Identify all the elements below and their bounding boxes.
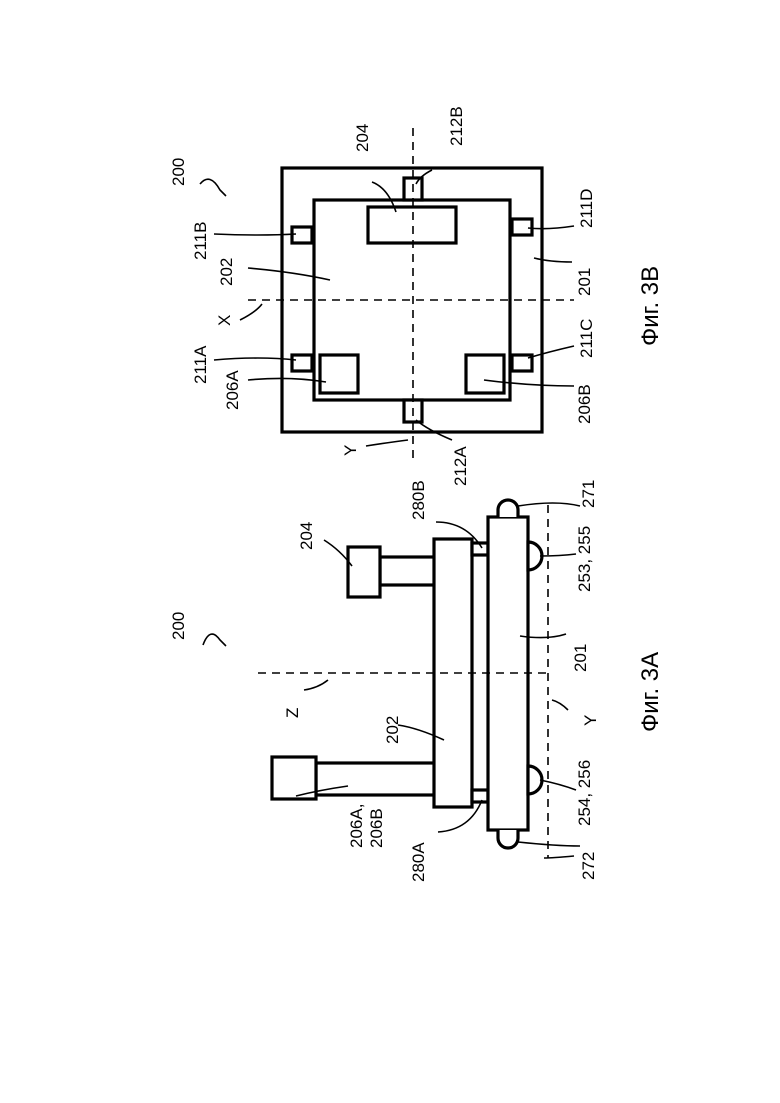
label-280a: 280A (409, 842, 428, 882)
label-254-256: 254, 256 (575, 760, 594, 826)
label-206a: 206A, (347, 804, 366, 848)
label-271: 271 (579, 480, 598, 508)
label-200-3a: 200 (169, 612, 188, 640)
label-204-3b: 204 (353, 124, 372, 152)
label-211b: 211B (191, 222, 210, 260)
tab-211a (292, 355, 312, 371)
unit-204 (368, 207, 456, 243)
label-201-3b: 201 (575, 268, 594, 296)
lower-plate-201 (488, 517, 528, 830)
label-211a: 211A (191, 345, 210, 384)
arm-206-post (316, 763, 436, 795)
label-253-255: 253, 255 (575, 526, 594, 592)
leader-253-255 (540, 554, 576, 556)
caption-fig-3b: Фиг. 3В (637, 266, 664, 346)
end-271 (498, 500, 518, 517)
figure-3a: 200 Z 202 206A, 206B 204 280A 280B 201 Y… (169, 480, 664, 882)
upper-plate-202 (434, 539, 472, 807)
label-axis-y-3b: Y (341, 445, 360, 456)
label-206b-3b: 206B (575, 384, 594, 424)
arm-204-post (380, 557, 436, 585)
leader-271 (518, 503, 580, 506)
label-211d: 211D (577, 189, 596, 228)
foot-254-256 (528, 766, 542, 794)
label-272: 272 (579, 852, 598, 880)
caption-fig-3a: Фиг. 3А (637, 652, 664, 732)
leader-axis-z (304, 680, 328, 690)
tab-211b (292, 227, 312, 243)
label-202-3b: 202 (217, 258, 236, 286)
label-280b: 280B (409, 480, 428, 520)
label-206a-3b: 206A (223, 370, 242, 410)
leader-axis-y-3b (366, 440, 408, 446)
leader-200-3b (200, 179, 226, 196)
label-212b: 212B (447, 106, 466, 146)
arm-204-head (348, 547, 380, 597)
label-201-3a: 201 (571, 644, 590, 672)
label-204-3a: 204 (297, 522, 316, 550)
label-206b: 206B (367, 808, 386, 848)
label-axis-z: Z (283, 708, 302, 718)
label-211c: 211C (577, 319, 596, 358)
label-axis-y-3a: Y (581, 715, 600, 726)
foot-253-255 (528, 542, 542, 570)
label-212a: 212A (451, 446, 470, 486)
spacer-280a (472, 790, 488, 802)
leader-axis-x (240, 304, 262, 320)
tab-211d (512, 219, 532, 235)
leader-200-3a (203, 634, 226, 646)
leader-axis-y (552, 700, 568, 710)
unit-206b (466, 355, 504, 393)
leader-254-256 (540, 780, 576, 790)
label-200-3b: 200 (169, 158, 188, 186)
end-272 (498, 830, 518, 848)
leader-272 (518, 842, 580, 846)
label-202-3a: 202 (383, 716, 402, 744)
unit-206a (320, 355, 358, 393)
figure-3b: 200 204 212B 211B 202 211D 201 X 211A 20… (169, 106, 664, 486)
leader-211b (214, 234, 296, 235)
label-axis-x: X (215, 315, 234, 326)
